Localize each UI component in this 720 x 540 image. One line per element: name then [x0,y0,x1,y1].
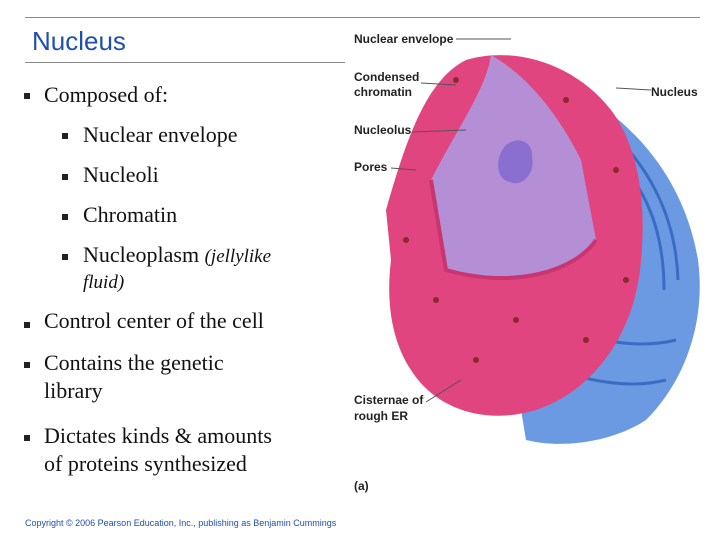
sub-bullet-marker [62,254,68,260]
label-chromatin: chromatin [354,85,412,99]
label-pores: Pores [354,160,388,174]
leader-lines [390,38,652,403]
bullet-marker [24,362,30,368]
bullet-composed: Composed of: [44,82,169,107]
label-nuclear-envelope: Nuclear envelope [354,32,454,46]
nucleolus-shape [498,140,533,184]
sub-bullet-nucleoli: Nucleoli [83,162,159,187]
sub-bullet-nucleoplasm: Nucleoplasm (jellylike [83,242,271,270]
nucleoplasm-note-cont: fluid) [83,272,125,293]
sub-bullet-marker [62,133,68,139]
label-condensed: Condensed [354,70,419,84]
copyright: Copyright © 2006 Pearson Education, Inc.… [25,518,337,528]
sub-bullet-marker [62,214,68,220]
slide-title: Nucleus [32,26,126,56]
bullet-marker [24,322,30,328]
sub-bullet-nuclear-envelope: Nuclear envelope [83,122,238,147]
nucleoplasm-note: (jellylike [204,246,272,267]
sub-bullet-chromatin: Chromatin [83,202,178,227]
bullet-dictates-line2: of proteins synthesized [44,451,247,476]
top-rule [25,17,700,18]
title-rule [25,62,345,63]
label-cisternae: Cisternae of [354,393,424,407]
pores-dots [403,77,629,363]
bullet-genetic-line2: library [44,378,103,403]
nucleus-figure: Nuclear envelope Condensed chromatin Nuc… [354,32,700,493]
bullet-genetic-line1: Contains the genetic [44,350,224,375]
bullet-control-center: Control center of the cell [44,308,264,333]
sub-bullet-marker [62,174,68,180]
label-nucleus: Nucleus [651,85,698,99]
label-panel: (a) [354,479,369,493]
nucleoplasm-text: Nucleoplasm [83,242,205,267]
label-rough-er: rough ER [354,409,408,423]
bullet-marker [24,93,30,99]
bullet-marker [24,435,30,441]
bullet-dictates-line1: Dictates kinds & amounts [44,423,272,448]
label-nucleolus: Nucleolus [354,123,412,137]
